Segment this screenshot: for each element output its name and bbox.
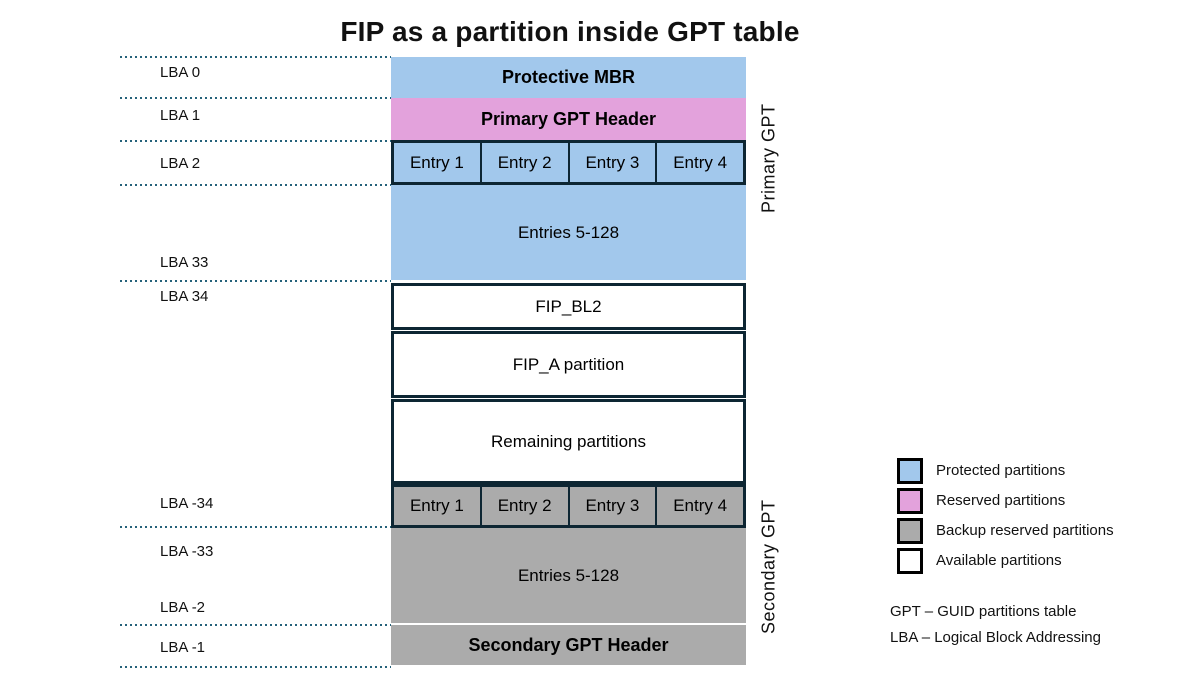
legend-label-reserved: Reserved partitions [936,492,1066,509]
block-primary-entry-row: Entry 1 Entry 2 Entry 3 Entry 4 [391,140,746,185]
block-secondary-entry-row: Entry 1 Entry 2 Entry 3 Entry 4 [391,484,746,528]
dotted-separator [120,623,391,626]
lba-label-m33: LBA -33 [160,543,214,560]
block-secondary-gpt-header: Secondary GPT Header [391,625,746,665]
legend-swatch-reserved [897,487,923,514]
lba-label-1: LBA 1 [160,107,201,124]
dotted-separator [120,665,391,668]
primary-entry-2: Entry 2 [479,143,568,182]
block-fip-bl2: FIP_BL2 [391,283,746,330]
secondary-entry-3: Entry 3 [567,487,656,525]
legend-swatch-backup [897,517,923,544]
side-label-primary-gpt: Primary GPT [758,103,779,213]
note-gpt-abbreviation: GPT – GUID partitions table [890,603,1077,620]
legend-label-protected: Protected partitions [936,462,1066,479]
lba-label-33: LBA 33 [160,254,209,271]
block-fip-a-partition: FIP_A partition [391,331,746,398]
dotted-separator [120,279,391,282]
diagram-title: FIP as a partition inside GPT table [340,16,800,47]
dotted-separator [120,183,391,186]
dotted-separator [120,525,391,528]
secondary-entry-4: Entry 4 [655,487,743,525]
note-lba-abbreviation: LBA – Logical Block Addressing [890,629,1101,646]
lba-label-m34: LBA -34 [160,495,214,512]
block-remaining-partitions: Remaining partitions [391,399,746,484]
lba-label-m1: LBA -1 [160,639,206,656]
legend-label-backup: Backup reserved partitions [936,522,1114,539]
primary-entry-4: Entry 4 [655,143,743,182]
block-primary-entries-5-128: Entries 5-128 [391,185,746,280]
dotted-separator [120,139,391,142]
lba-label-m2: LBA -2 [160,599,206,616]
primary-entry-3: Entry 3 [567,143,656,182]
block-secondary-entries-5-128: Entries 5-128 [391,528,746,623]
lba-label-2: LBA 2 [160,155,201,172]
legend-label-available: Available partitions [936,552,1062,569]
dotted-separator [120,55,391,58]
legend-item-protected: Protected partitions [897,457,1066,484]
primary-entry-1: Entry 1 [409,152,464,172]
legend-item-available: Available partitions [897,547,1062,574]
legend-swatch-available [897,547,923,574]
secondary-entry-2: Entry 2 [479,487,568,525]
lba-label-34: LBA 34 [160,288,209,305]
dotted-separator [120,96,391,99]
secondary-entry-1: Entry 1 [409,496,464,515]
legend-item-reserved: Reserved partitions [897,487,1066,514]
block-primary-gpt-header: Primary GPT Header [391,98,746,140]
legend-item-backup: Backup reserved partitions [897,517,1114,544]
side-label-secondary-gpt: Secondary GPT [758,499,779,635]
block-protective-mbr: Protective MBR [391,57,746,98]
lba-label-0: LBA 0 [160,64,201,81]
legend-swatch-protected [897,457,923,484]
